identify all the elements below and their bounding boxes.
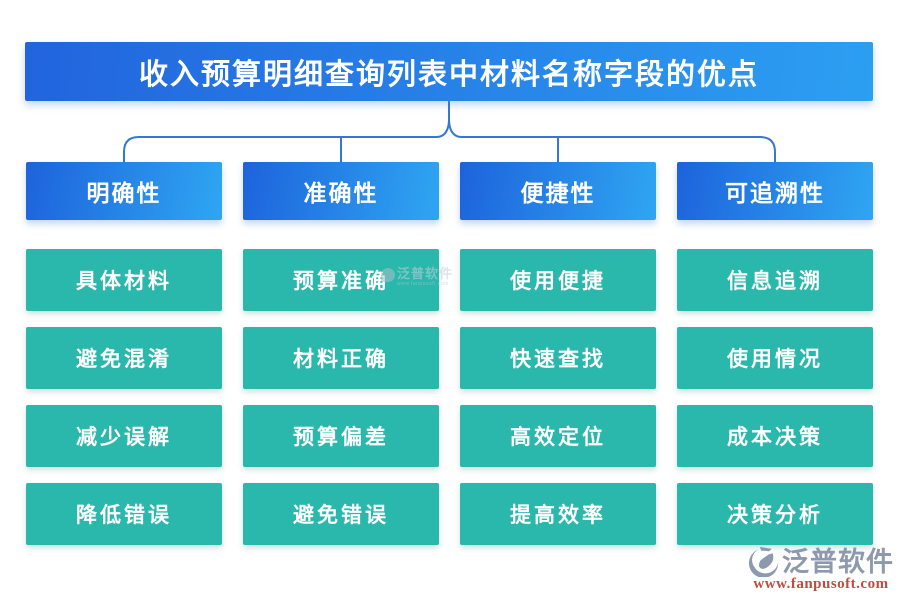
- leaf-item: 具体材料: [26, 249, 222, 311]
- leaf-item: 成本决策: [677, 405, 873, 467]
- leaf-item: 信息追溯: [677, 249, 873, 311]
- leaf-item: 快速查找: [460, 327, 656, 389]
- branch-header: 便捷性: [460, 162, 656, 220]
- page-title: 收入预算明细查询列表中材料名称字段的优点: [25, 42, 873, 101]
- leaf-item: 使用情况: [677, 327, 873, 389]
- leaf-item: 降低错误: [26, 483, 222, 545]
- brand-url: www.fanpusoft.com: [753, 576, 889, 592]
- leaf-item: 提高效率: [460, 483, 656, 545]
- branch-columns: 明确性 具体材料 避免混淆 减少误解 降低错误 准确性 预算准确 材料正确 预算…: [26, 162, 873, 545]
- leaf-item: 材料正确: [243, 327, 439, 389]
- connector-left-branch: [123, 101, 450, 164]
- brand-footer: 泛普软件 www.fanpusoft.com: [748, 546, 894, 593]
- branch-column-1: 明确性 具体材料 避免混淆 减少误解 降低错误: [26, 162, 222, 545]
- leaf-item: 决策分析: [677, 483, 873, 545]
- branch-column-4: 可追溯性 信息追溯 使用情况 成本决策 决策分析: [677, 162, 873, 545]
- branch-header: 准确性: [243, 162, 439, 220]
- connector-right-branch: [448, 101, 776, 164]
- brand-name: 泛普软件: [782, 546, 894, 577]
- leaf-item: 避免错误: [243, 483, 439, 545]
- leaf-item: 预算准确: [243, 249, 439, 311]
- branch-header: 可追溯性: [677, 162, 873, 220]
- branch-column-3: 便捷性 使用便捷 快速查找 高效定位 提高效率: [460, 162, 656, 545]
- branch-column-2: 准确性 预算准确 材料正确 预算偏差 避免错误: [243, 162, 439, 545]
- branch-header: 明确性: [26, 162, 222, 220]
- leaf-item: 预算偏差: [243, 405, 439, 467]
- leaf-item: 减少误解: [26, 405, 222, 467]
- leaf-item: 使用便捷: [460, 249, 656, 311]
- leaf-item: 避免混淆: [26, 327, 222, 389]
- leaf-item: 高效定位: [460, 405, 656, 467]
- fanpu-logo-icon: [748, 546, 779, 577]
